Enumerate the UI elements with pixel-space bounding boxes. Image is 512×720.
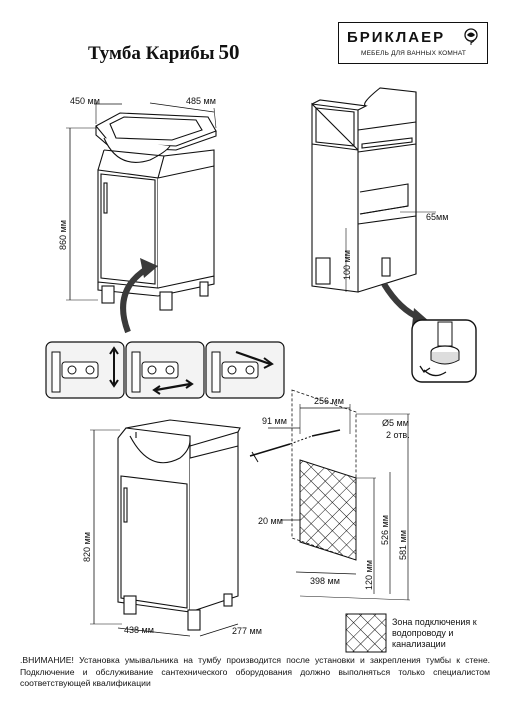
leg-adjust-detail [411, 319, 477, 383]
warning-note: .ВНИМАНИЕ! Установка умывальника на тумб… [20, 655, 490, 688]
dim-leg-height: 100 мм [342, 250, 352, 280]
rose-icon [464, 28, 478, 45]
legend-label: Зона подключения к водопроводу и канализ… [392, 617, 477, 649]
dim-body-depth: 277 мм [232, 626, 262, 636]
dim-hole-offset: 91 мм [262, 416, 287, 426]
dim-side-offset: 65мм [426, 212, 448, 222]
dim-hole-count: 2 отв. [386, 430, 410, 440]
dim-cutout-width: 398 мм [310, 576, 340, 586]
dim-cutout-height-low: 120 мм [364, 560, 374, 590]
dim-height-total: 860 мм [58, 220, 68, 250]
brand-tagline: МЕБЕЛЬ ДЛЯ ВАННЫХ КОМНАТ [361, 50, 467, 57]
wall-mount-diagram [249, 389, 411, 601]
hinge-callout-arrow [120, 258, 158, 334]
open-frame-drawing [311, 87, 436, 293]
brand-logo: БРИКЛАЕР МЕБЕЛЬ ДЛЯ ВАННЫХ КОМНАТ [338, 22, 488, 64]
title-text: Тумба Карибы [88, 43, 215, 64]
brand-name: БРИКЛАЕР [347, 29, 446, 46]
dim-depth-top: 450 мм [70, 96, 100, 106]
dim-width-top: 485 мм [186, 96, 216, 106]
dim-cutout-height-mid: 526 мм [380, 515, 390, 545]
dim-hole-diameter: Ø5 мм [382, 418, 409, 428]
dim-cutout-height-high: 581 мм [398, 530, 408, 560]
cabinet-drawing [90, 419, 241, 637]
legend-hatch-swatch [345, 613, 387, 653]
dim-body-height: 820 мм [82, 532, 92, 562]
dim-hole-spacing: 256 мм [314, 396, 344, 406]
hinge-adjust-detail [45, 341, 285, 399]
cabinet-with-sink-drawing [66, 100, 217, 311]
dim-body-width: 438 мм [124, 625, 154, 635]
dim-cutout-offset: 20 мм [258, 516, 283, 526]
title-number: 50 [218, 40, 240, 64]
